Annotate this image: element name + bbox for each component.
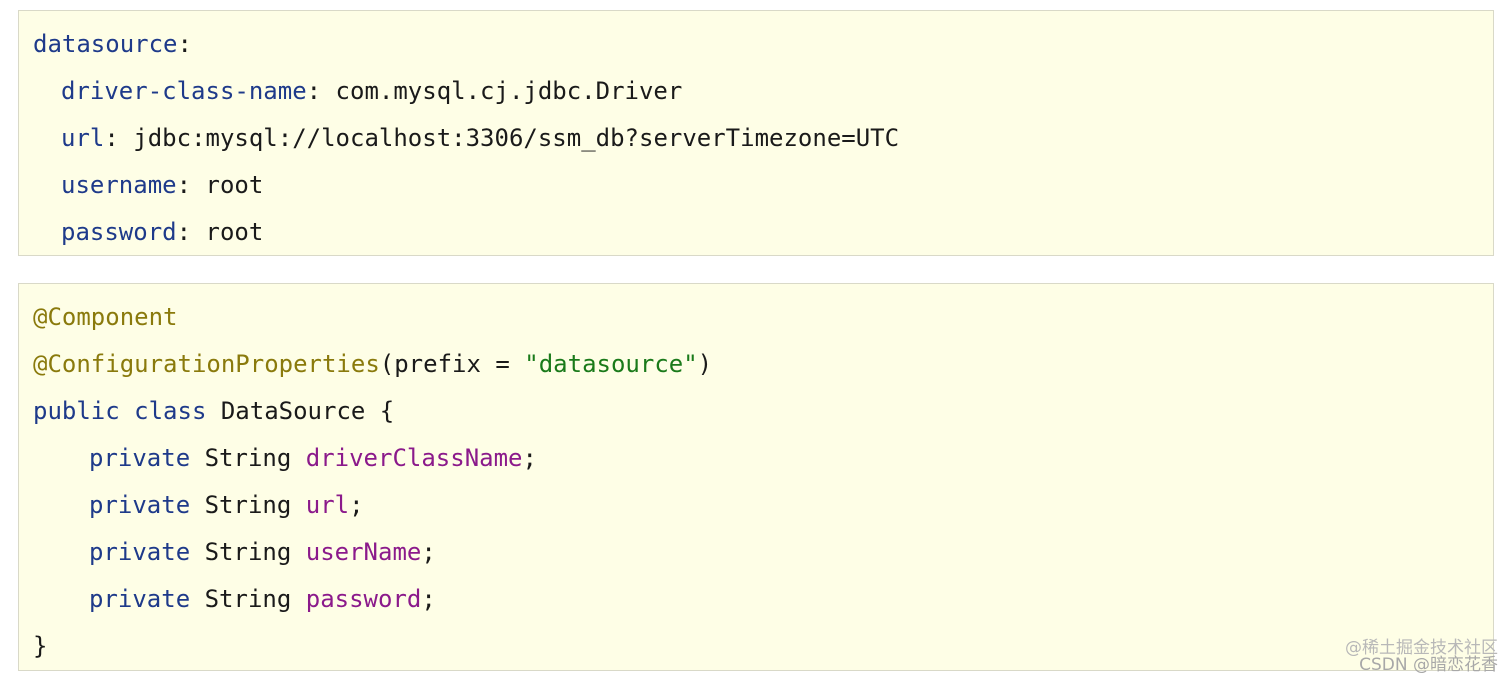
yaml-sep: :	[104, 124, 134, 152]
keyword-private: private	[89, 491, 191, 519]
yaml-line-driver-class-name: driver-class-name: com.mysql.cj.jdbc.Dri…	[33, 76, 682, 106]
field-end: ;	[421, 538, 436, 566]
yaml-value: root	[205, 218, 264, 246]
yaml-line-password: password: root	[33, 217, 263, 247]
java-field-password: private String password;	[33, 584, 436, 614]
yaml-sep: :	[306, 77, 336, 105]
yaml-value: jdbc:mysql://localhost:3306/ssm_db?serve…	[133, 124, 900, 152]
yaml-sep: :	[176, 171, 206, 199]
field-end: ;	[349, 491, 364, 519]
field-name: userName	[305, 538, 422, 566]
keyword-private: private	[89, 538, 191, 566]
java-field-url: private String url;	[33, 490, 364, 520]
java-closing-brace: }	[33, 631, 47, 661]
yaml-line-datasource: datasource:	[33, 29, 192, 59]
yaml-code-block: datasource: driver-class-name: com.mysql…	[18, 10, 1494, 256]
java-code-block: @Component @ConfigurationProperties(pref…	[18, 283, 1494, 671]
field-name: url	[305, 491, 350, 519]
field-type: String	[190, 585, 306, 613]
annotation-args-open: (prefix =	[379, 350, 525, 378]
annotation: @ConfigurationProperties	[33, 350, 380, 378]
watermark-csdn: CSDN @暗恋花香	[1359, 655, 1498, 675]
keyword-public: public	[33, 397, 120, 425]
yaml-sep: :	[176, 218, 206, 246]
java-field-driver-class-name: private String driverClassName;	[33, 443, 537, 473]
yaml-key: datasource	[33, 30, 178, 58]
field-name: driverClassName	[305, 444, 523, 472]
field-name: password	[305, 585, 422, 613]
java-annotation-configuration-properties: @ConfigurationProperties(prefix = "datas…	[33, 349, 712, 379]
field-type: String	[190, 538, 306, 566]
yaml-key: password	[61, 218, 177, 246]
yaml-line-url: url: jdbc:mysql://localhost:3306/ssm_db?…	[33, 123, 899, 153]
field-end: ;	[522, 444, 537, 472]
keyword-private: private	[89, 444, 191, 472]
field-type: String	[190, 444, 306, 472]
annotation-string: "datasource"	[524, 350, 698, 378]
java-field-username: private String userName;	[33, 537, 436, 567]
yaml-key: driver-class-name	[61, 77, 307, 105]
yaml-key: username	[61, 171, 177, 199]
yaml-sep: :	[177, 30, 192, 58]
watermark-juejin: @稀土掘金技术社区	[1345, 638, 1498, 658]
class-name: DataSource {	[206, 397, 395, 425]
java-annotation-component: @Component	[33, 302, 178, 332]
yaml-value: root	[205, 171, 264, 199]
annotation-args-close: )	[697, 350, 713, 378]
annotation: @Component	[33, 303, 178, 331]
yaml-key: url	[61, 124, 105, 152]
closing-brace: }	[33, 632, 48, 660]
java-class-declaration: public class DataSource {	[33, 396, 394, 426]
keyword-class: class	[134, 397, 207, 425]
field-type: String	[190, 491, 306, 519]
yaml-value: com.mysql.cj.jdbc.Driver	[335, 77, 683, 105]
field-end: ;	[421, 585, 436, 613]
keyword-private: private	[89, 585, 191, 613]
yaml-line-username: username: root	[33, 170, 263, 200]
